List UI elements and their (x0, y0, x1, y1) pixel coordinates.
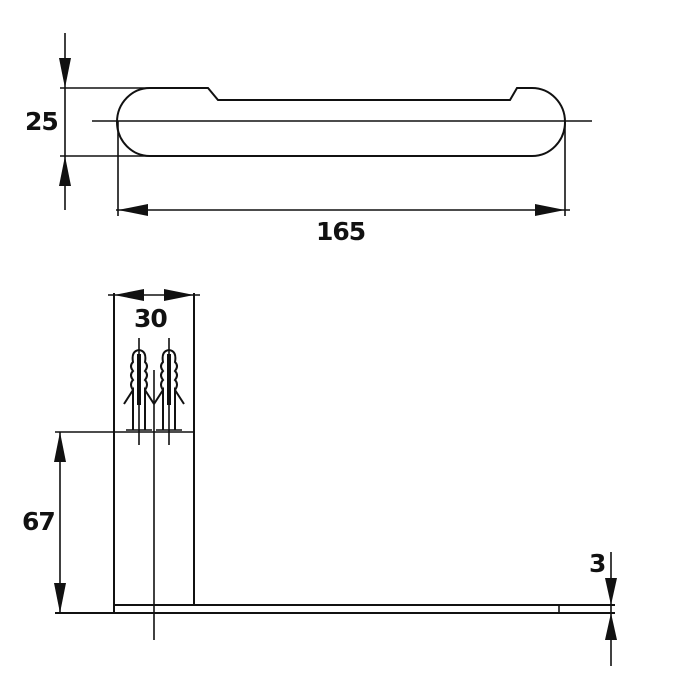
height-67-dimension-label: 67 (22, 507, 55, 536)
arrow-left-icon (114, 289, 144, 301)
arrow-left-icon (118, 204, 148, 216)
top-view: 25 165 (25, 33, 592, 246)
arrow-down-icon (54, 583, 66, 613)
wall-anchor-left (123, 338, 155, 445)
arrow-right-icon (164, 289, 194, 301)
thickness-dimension-label: 3 (589, 549, 605, 578)
arrow-down-icon (59, 58, 71, 88)
arrow-up-icon (605, 613, 617, 640)
base-width-dimension-label: 30 (134, 304, 167, 333)
arrow-down-icon (605, 578, 617, 605)
top-view-outline (116, 87, 566, 157)
arrow-up-icon (54, 432, 66, 462)
height-dimension-label: 25 (25, 107, 58, 136)
length-dimension-label: 165 (316, 217, 365, 246)
arrow-right-icon (535, 204, 565, 216)
arrow-up-icon (59, 156, 71, 186)
side-view: 30 67 3 (22, 289, 617, 666)
wall-anchor-right (153, 338, 185, 445)
